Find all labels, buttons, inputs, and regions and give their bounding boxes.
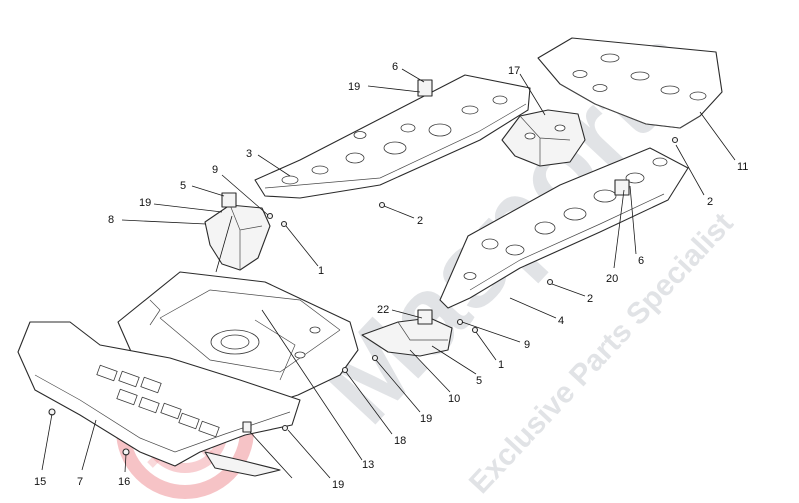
bolt-5 <box>266 212 274 220</box>
callout-9-left: 9 <box>212 164 218 176</box>
callout-19-left: 19 <box>139 197 151 209</box>
clip-22 <box>242 421 252 433</box>
part-15-bracket <box>501 109 586 167</box>
bolt-12 <box>371 354 379 362</box>
callout-8: 8 <box>108 214 114 226</box>
callout-7: 7 <box>77 476 83 488</box>
callout-11: 11 <box>737 161 748 173</box>
callout-2-right-mid: 2 <box>587 293 593 305</box>
callout-19-center: 22 <box>377 304 389 316</box>
bolt-11 <box>341 366 349 374</box>
leader-lines <box>41 68 736 479</box>
callout-1-right: 1 <box>498 359 504 371</box>
bolt-2 <box>378 201 386 209</box>
callout-16: 15 <box>34 476 46 488</box>
callout-4: 4 <box>558 315 564 327</box>
bolt-6 <box>471 326 479 334</box>
part-4-right-side-panel <box>439 147 689 309</box>
callout-18-lower: 19 <box>332 479 344 491</box>
part-8-small-bracket <box>204 192 271 271</box>
callout-1-left: 1 <box>318 265 324 277</box>
bolt-4 <box>546 278 554 286</box>
part-3-left-side-panel <box>254 74 531 199</box>
callout-15: 17 <box>508 65 520 77</box>
callouts: 6 19 17 11 2 3 2 9 5 19 8 1 20 6 2 4 22 … <box>34 61 748 491</box>
bolt-7 <box>456 318 464 326</box>
callout-2-right-top: 2 <box>707 196 713 208</box>
bolt-1 <box>280 220 288 228</box>
bolt-10 <box>281 424 289 432</box>
callout-17: 16 <box>118 476 130 488</box>
callout-6-top: 6 <box>392 61 398 73</box>
callout-20: 19 <box>420 413 432 425</box>
callout-19-top: 19 <box>348 81 360 93</box>
callout-9-right: 9 <box>524 339 530 351</box>
part-7-front-undertray <box>17 321 301 477</box>
callout-3: 3 <box>246 148 252 160</box>
callout-6-right: 6 <box>638 255 644 267</box>
fasteners <box>48 136 679 456</box>
callout-19-right: 20 <box>606 273 618 285</box>
callout-5-right: 5 <box>476 375 482 387</box>
callout-13: 13 <box>362 459 374 471</box>
callout-5-left: 5 <box>180 180 186 192</box>
callout-18-upper: 18 <box>394 435 406 447</box>
bolt-3 <box>671 136 679 144</box>
callout-2-mid: 2 <box>417 215 423 227</box>
callout-10: 10 <box>448 393 460 405</box>
part-11-rear-shield <box>537 37 723 129</box>
